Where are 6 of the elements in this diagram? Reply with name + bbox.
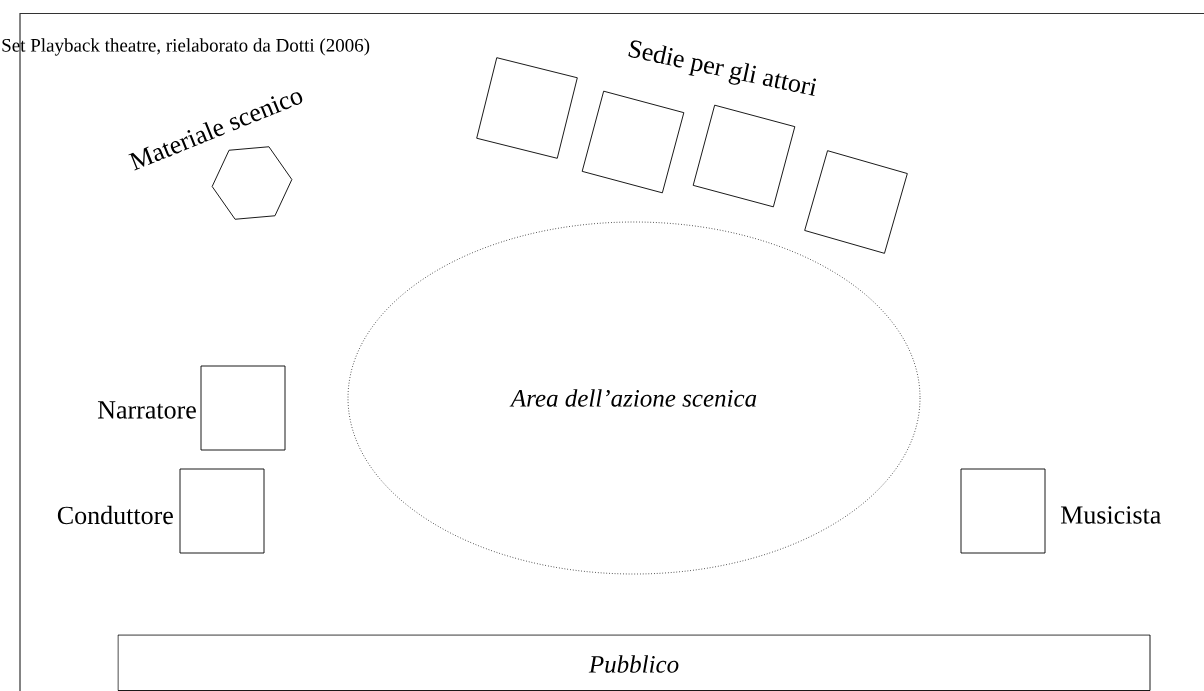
group-label: Sedie per gli attori — [628, 40, 816, 96]
role-label: Musicista — [1060, 506, 1161, 524]
audience-band: Pubblico — [117, 634, 1151, 691]
role-label: Conduttore — [57, 505, 173, 525]
role-label: Narratore — [97, 401, 196, 419]
title: Set Playback theatre, rielaborato da Dotti (2006) — [2, 38, 370, 56]
